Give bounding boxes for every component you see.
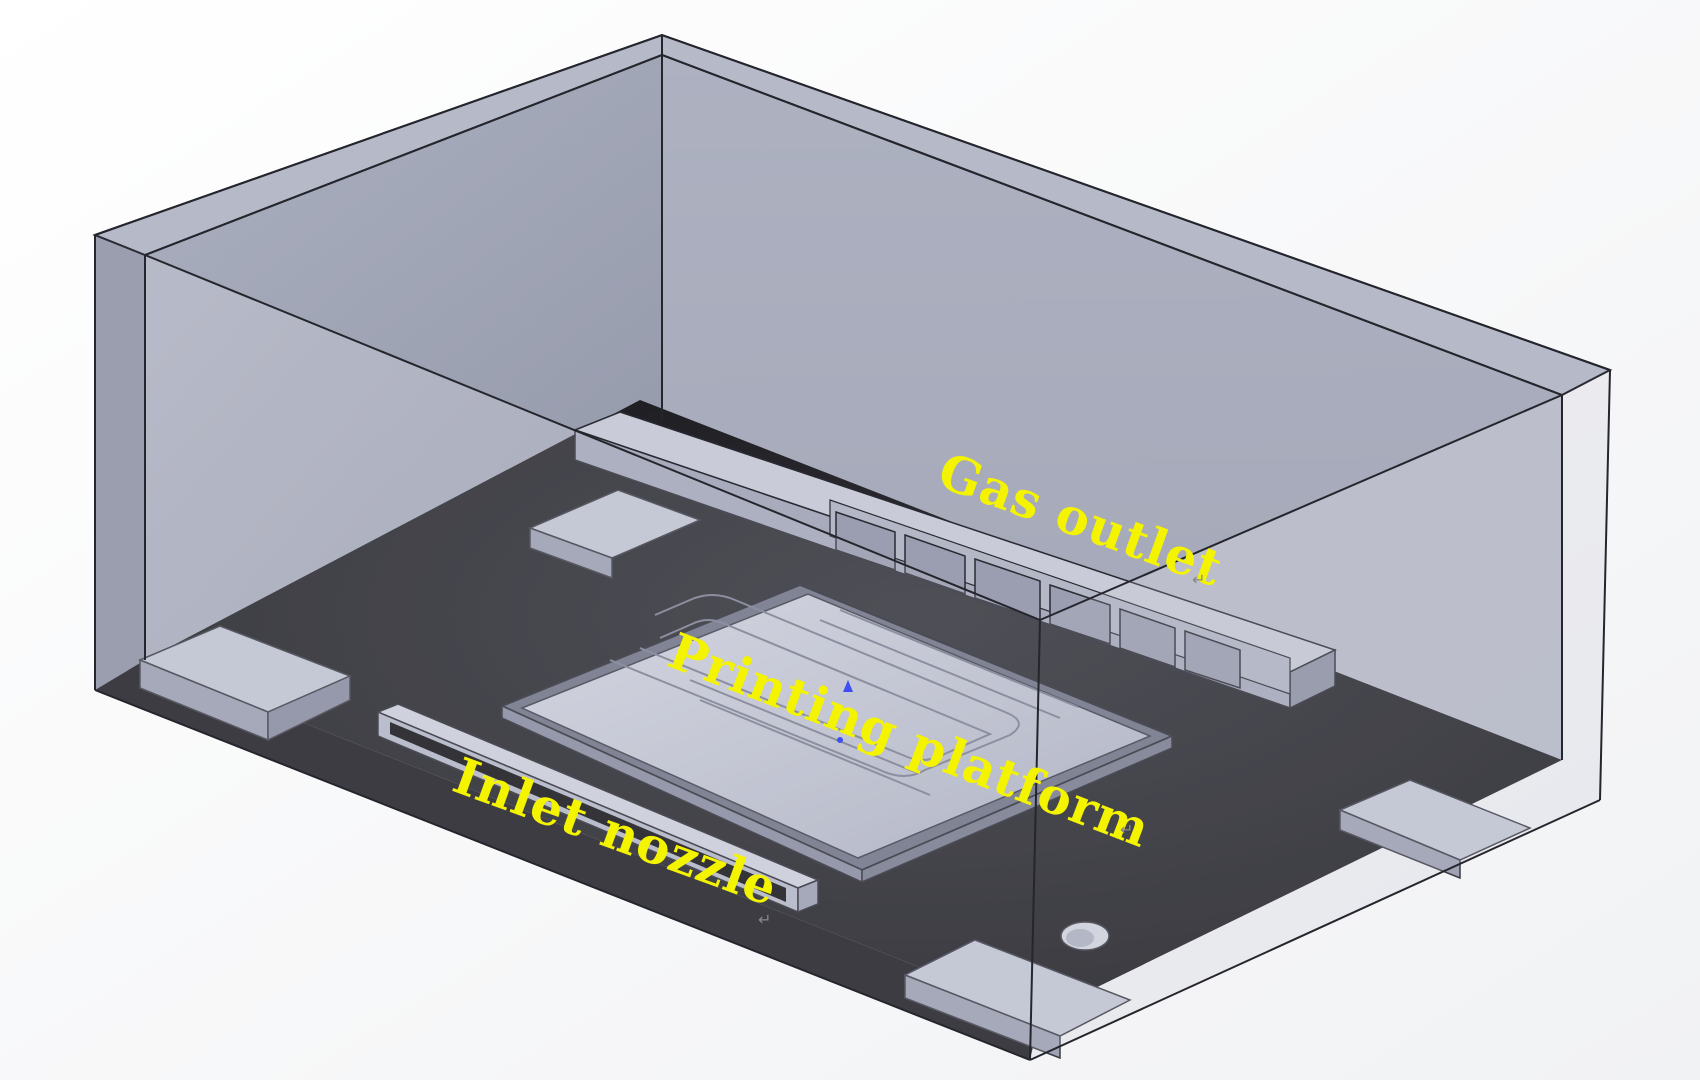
return-mark-3: ↵ xyxy=(758,910,771,929)
front-right-glass xyxy=(1030,370,1610,1060)
floor-front-edge xyxy=(95,660,1040,1060)
right-back-wall xyxy=(662,55,1562,760)
foot-block-front xyxy=(903,939,1132,1060)
chamber-edges xyxy=(94,33,1611,1061)
printing-platform xyxy=(499,583,1175,884)
return-mark-1: ↵ xyxy=(1192,570,1205,589)
foot-block-rear-left xyxy=(527,489,703,580)
marker-icon xyxy=(843,680,853,692)
left-back-wall xyxy=(145,55,662,660)
foot-block-front-left xyxy=(138,625,352,742)
pipe-port xyxy=(1060,921,1110,951)
return-mark-2: ↵ xyxy=(1120,820,1133,839)
left-wall-edge xyxy=(95,235,145,690)
foot-block-right xyxy=(1338,779,1532,880)
inlet-nozzle xyxy=(376,703,820,914)
gas-outlet xyxy=(572,411,1337,710)
front-left-glass xyxy=(95,235,1040,1060)
